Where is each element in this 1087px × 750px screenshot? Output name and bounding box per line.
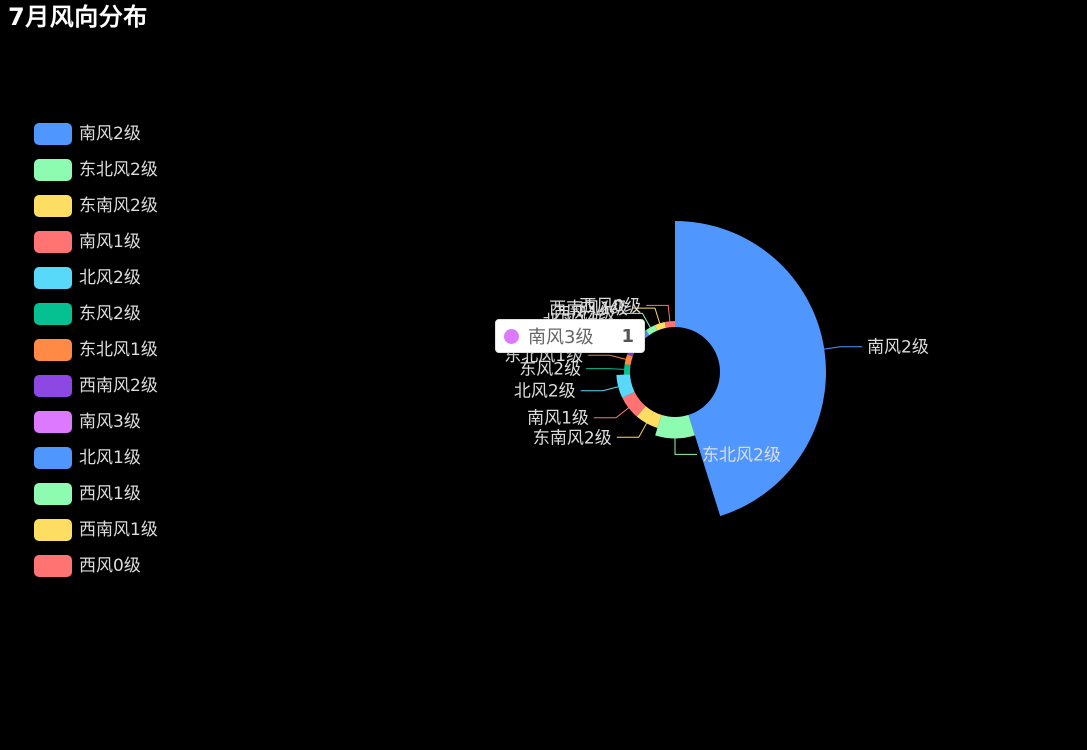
legend-label: 西南风2级	[79, 376, 158, 396]
pie-slice[interactable]	[645, 325, 658, 336]
pie-slice[interactable]	[675, 221, 826, 517]
legend-item[interactable]: 南风3级	[34, 404, 214, 440]
label-leader-line	[674, 438, 697, 455]
legend-item[interactable]: 北风2级	[34, 260, 214, 296]
pie-slice[interactable]	[624, 364, 631, 375]
tooltip-value: 1	[621, 325, 634, 347]
pie-slice[interactable]	[616, 374, 635, 398]
slice-label: 北风2级	[514, 382, 576, 402]
legend-item[interactable]: 西南风1级	[34, 512, 214, 548]
slice-label: 南风1级	[527, 409, 589, 429]
legend-item[interactable]: 东风2级	[34, 296, 214, 332]
legend-swatch	[34, 231, 72, 253]
legend-swatch	[34, 375, 72, 397]
legend-swatch	[34, 267, 72, 289]
pie-slice[interactable]	[655, 414, 695, 439]
legend-swatch	[34, 123, 72, 145]
pie-slice[interactable]	[622, 391, 646, 417]
slice-label: 西南风1级	[549, 299, 628, 319]
legend-label: 东北风1级	[79, 340, 158, 360]
legend-item[interactable]: 西南风2级	[34, 368, 214, 404]
legend-label: 南风2级	[79, 124, 141, 144]
pie-slice[interactable]	[664, 321, 675, 328]
slice-label: 南风2级	[867, 338, 929, 358]
label-leader-line	[632, 307, 661, 324]
slice-label: 东北风2级	[702, 445, 781, 465]
pie-slice[interactable]	[654, 322, 666, 331]
legend-item[interactable]: 东北风1级	[34, 332, 214, 368]
label-leader-line	[646, 304, 671, 322]
tooltip-series-name: 南风3级	[528, 327, 594, 348]
legend-label: 南风1级	[79, 232, 141, 252]
legend-item[interactable]: 南风2级	[34, 116, 214, 152]
slice-label: 西风0级	[579, 296, 641, 316]
tooltip: 南风3级 1	[495, 319, 645, 353]
legend-item[interactable]: 东北风2级	[34, 152, 214, 188]
pie-slice[interactable]	[624, 354, 633, 366]
legend-swatch	[34, 519, 72, 541]
legend-item[interactable]: 南风1级	[34, 224, 214, 260]
legend-label: 北风1级	[79, 448, 141, 468]
legend-swatch	[34, 555, 72, 577]
pie-slice[interactable]	[636, 406, 662, 429]
tooltip-color-dot	[504, 328, 519, 344]
label-leader-line	[593, 407, 629, 419]
slice-label: 东风2级	[519, 360, 581, 380]
label-leader-line	[580, 386, 619, 392]
legend-label: 东南风2级	[79, 196, 158, 216]
label-leader-line	[616, 423, 647, 438]
legend-item[interactable]: 西风0级	[34, 548, 214, 584]
legend-swatch	[34, 339, 72, 361]
chart-title: 7月风向分布	[8, 3, 148, 31]
label-leader-line	[588, 354, 626, 360]
legend-label: 西南风1级	[79, 520, 158, 540]
legend-swatch	[34, 159, 72, 181]
legend-item[interactable]: 北风1级	[34, 440, 214, 476]
legend: 南风2级东北风2级东南风2级南风1级北风2级东风2级东北风1级西南风2级南风3级…	[34, 116, 214, 584]
legend-swatch	[34, 447, 72, 469]
legend-swatch	[34, 303, 72, 325]
legend-swatch	[34, 195, 72, 217]
legend-swatch	[34, 411, 72, 433]
label-leader-line	[824, 346, 863, 350]
legend-label: 东北风2级	[79, 160, 158, 180]
legend-label: 西风0级	[79, 556, 141, 576]
legend-label: 北风2级	[79, 268, 141, 288]
legend-label: 东风2级	[79, 304, 141, 324]
legend-label: 南风3级	[79, 412, 141, 432]
legend-label: 西风1级	[79, 484, 141, 504]
legend-item[interactable]: 东南风2级	[34, 188, 214, 224]
slice-label: 东南风2级	[533, 428, 612, 448]
legend-item[interactable]: 西风1级	[34, 476, 214, 512]
label-leader-line	[586, 368, 625, 370]
legend-swatch	[34, 483, 72, 505]
label-leader-line	[620, 312, 651, 328]
